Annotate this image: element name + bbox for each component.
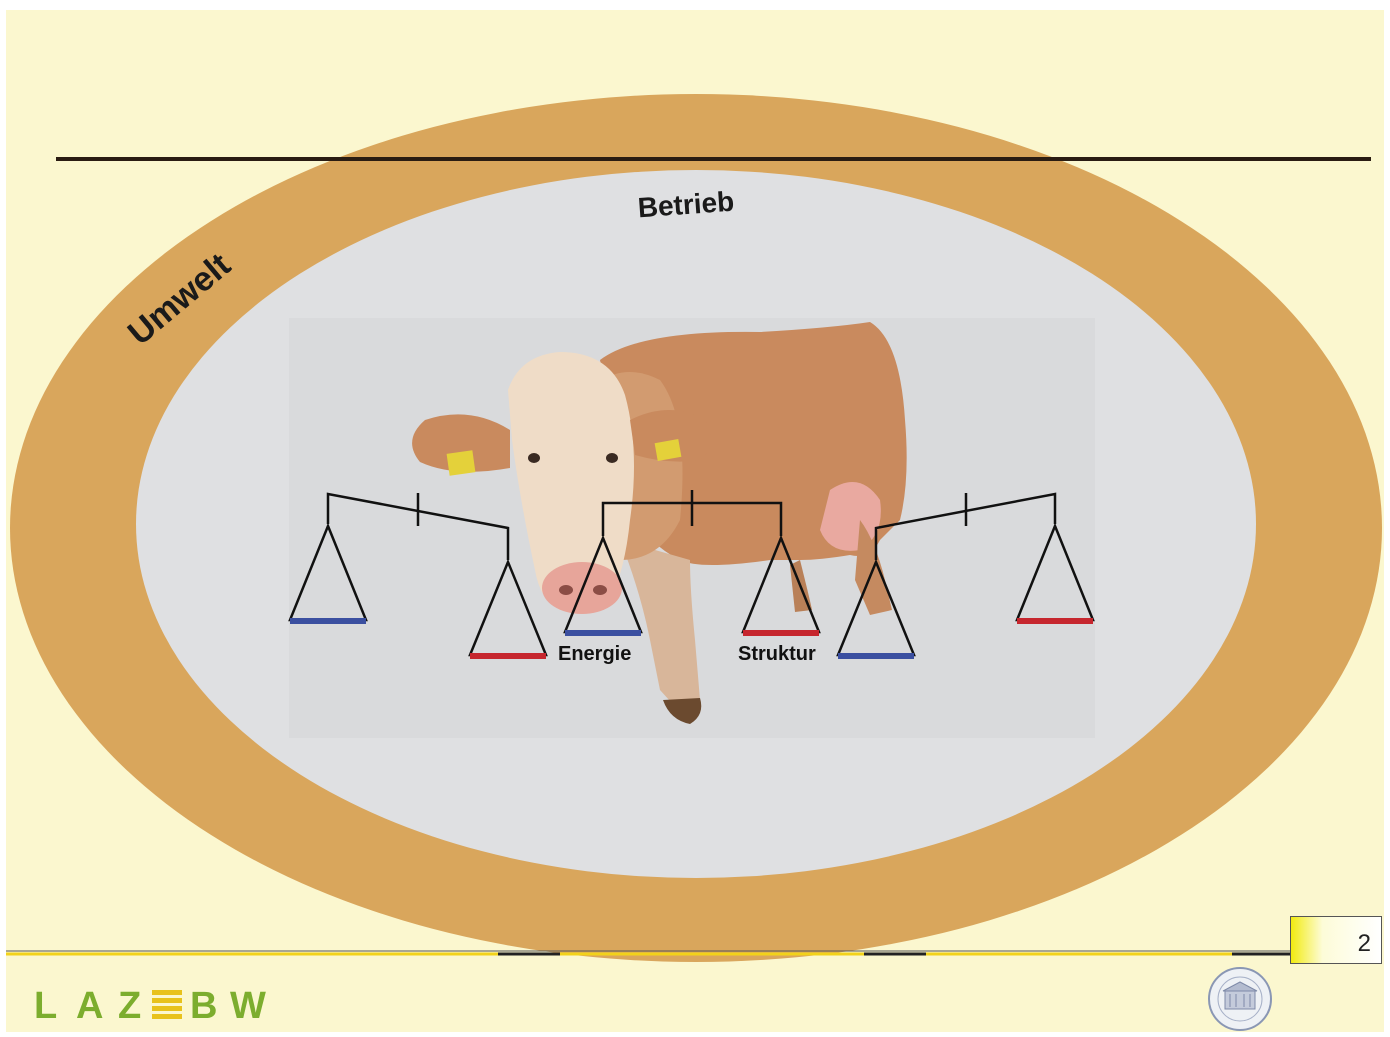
svg-text:L: L [34,985,57,1026]
svg-text:B: B [190,985,217,1026]
structure-label: Struktur [738,643,816,665]
energy-label: Energie [558,643,631,665]
lazbw-logo: L A Z B W [30,980,280,1026]
svg-text:A: A [76,985,103,1026]
logo-bars-icon [152,990,182,1019]
university-seal-icon [1205,967,1275,1031]
page-number-box: 2 [1290,916,1382,964]
svg-text:Z: Z [118,985,141,1026]
svg-text:W: W [230,985,266,1026]
page-number: 2 [1358,930,1371,958]
